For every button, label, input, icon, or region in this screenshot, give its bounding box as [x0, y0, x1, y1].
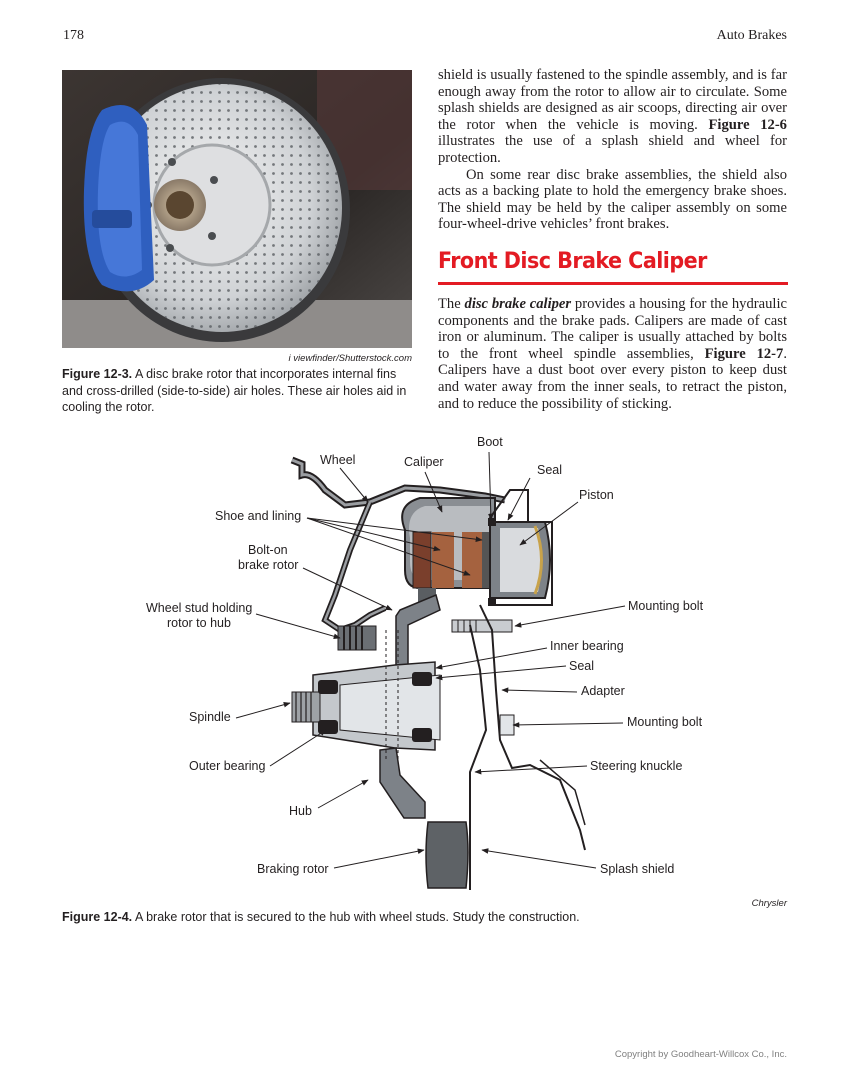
label-mounting-bolt-bottom: Mounting bolt	[627, 715, 703, 729]
body-text-top: shield is usually fastened to the spindl…	[438, 67, 787, 233]
figure-12-3-label: Figure 12-3.	[62, 367, 133, 381]
term-disc-brake-caliper: disc brake caliper	[464, 296, 572, 312]
figure-12-3-text: A disc brake rotor that incorporates int…	[62, 367, 407, 414]
diagram-credit: Chrysler	[751, 898, 787, 909]
figure-12-3-caption: Figure 12-3. A disc brake rotor that inc…	[62, 366, 414, 416]
heading-rule	[438, 282, 788, 285]
label-caliper: Caliper	[404, 455, 444, 469]
label-mounting-bolt-top: Mounting bolt	[628, 599, 704, 613]
label-boot: Boot	[477, 435, 503, 449]
paragraph-caliper: The disc brake caliper provides a housin…	[438, 296, 787, 412]
figure-12-6-ref: Figure 12-6	[708, 116, 787, 133]
copyright-notice: Copyright by Goodheart-Willcox Co., Inc.	[614, 1049, 787, 1060]
p3-text-a: The	[438, 296, 465, 312]
figure-12-4-text: A brake rotor that is secured to the hub…	[134, 910, 580, 924]
label-inner-bearing: Inner bearing	[550, 639, 624, 653]
running-header: Auto Brakes	[716, 28, 787, 43]
photo-credit: i viewfinder/Shutterstock.com	[288, 353, 412, 364]
label-wheel: Wheel	[320, 453, 355, 467]
section-heading: Front Disc Brake Caliper	[438, 248, 707, 274]
label-hub: Hub	[289, 804, 312, 818]
paragraph-splash-shield: shield is usually fastened to the spindl…	[438, 67, 787, 167]
label-seal-mid: Seal	[569, 659, 594, 673]
brake-rotor-photo	[62, 70, 412, 348]
label-splash-shield: Splash shield	[600, 862, 674, 876]
label-bolt-on: Bolt-on	[248, 543, 288, 557]
figure-12-4-caption: Figure 12-4. A brake rotor that is secur…	[62, 910, 580, 924]
p3-text-b: provides a housing for the hydraulic com…	[438, 296, 787, 362]
label-piston: Piston	[579, 488, 614, 502]
label-brake-rotor: brake rotor	[238, 558, 298, 572]
label-steering-knuckle: Steering knuckle	[590, 759, 682, 773]
label-rotor-to-hub: rotor to hub	[167, 616, 231, 630]
figure-12-7-ref: Figure 12-7	[704, 345, 784, 362]
p1-text-a: shield is usually fastened to the spindl…	[438, 67, 787, 133]
label-spindle: Spindle	[189, 710, 231, 724]
paragraph-rear-disc: On some rear disc brake assemblies, the …	[438, 166, 787, 233]
body-text-caliper: The disc brake caliper provides a housin…	[438, 296, 787, 412]
label-outer-bearing: Outer bearing	[189, 759, 265, 773]
p3-text-c: . Calipers have a dust boot over every p…	[438, 345, 787, 412]
label-braking-rotor: Braking rotor	[257, 862, 329, 876]
label-shoe-and-lining: Shoe and lining	[215, 509, 301, 523]
label-adapter: Adapter	[581, 684, 625, 698]
page-number: 178	[63, 28, 84, 43]
figure-12-4-diagram: Boot Wheel Caliper Seal Piston Shoe and …	[0, 430, 849, 900]
label-seal-top: Seal	[537, 463, 562, 477]
p1-text-b: illustrates the use of a splash shield a…	[438, 133, 787, 166]
figure-12-4-label: Figure 12-4.	[62, 910, 133, 924]
label-wheel-stud: Wheel stud holding	[146, 601, 252, 615]
